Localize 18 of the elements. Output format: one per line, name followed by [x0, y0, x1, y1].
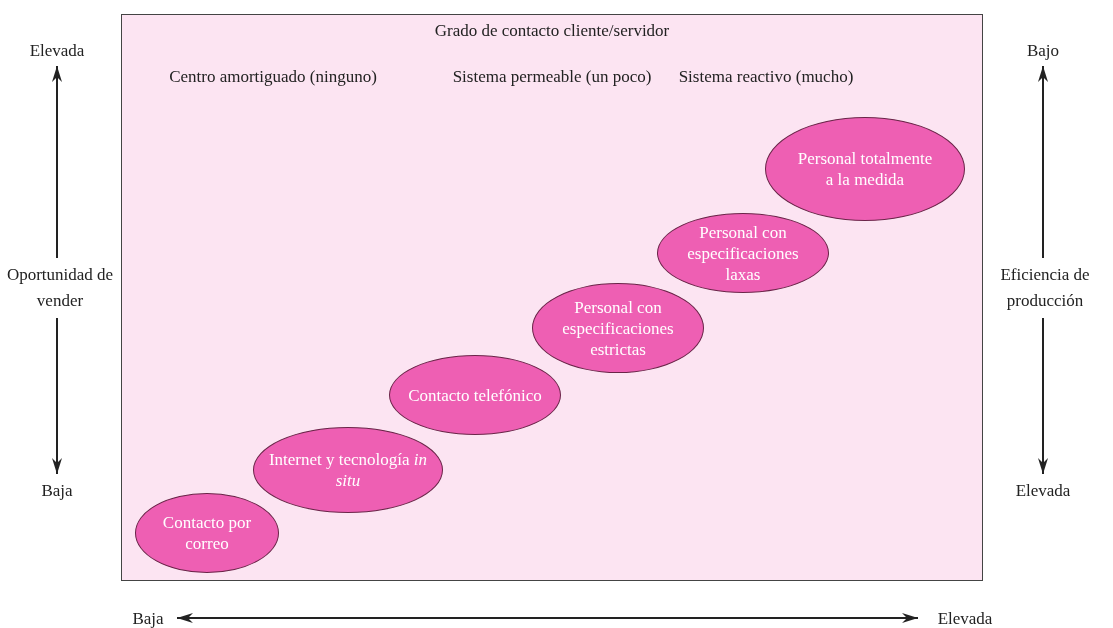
axis-label: Centro amortiguado (ninguno) [168, 66, 378, 88]
chart-title: Grado de contacto cliente/servidor [433, 20, 671, 42]
node-text: Internet y tecnología in situ [267, 449, 429, 491]
node-text: Personal con especificaciones estrictas [561, 296, 675, 360]
axis-label: Sistema reactivo (mucho) [677, 66, 855, 88]
axis-label: Baja [131, 608, 165, 628]
node-text: Contacto por correo [161, 512, 253, 554]
axis-label: Eficiencia de producción [999, 264, 1091, 312]
axis-label: Sistema permeable (un poco) [451, 66, 653, 88]
axis-label: Elevada [28, 40, 86, 62]
axis-label: Bajo [1025, 40, 1061, 62]
node-text: Personal con especificaciones laxas [686, 221, 800, 285]
node-text: Personal totalmente a la medida [796, 148, 934, 190]
axis-label: Elevada [936, 608, 994, 628]
axis-label: Elevada [1014, 480, 1072, 502]
axis-label: Baja [40, 480, 74, 502]
node-text: Contacto telefónico [407, 384, 543, 406]
axis-label: Oportunidad de vender [5, 264, 115, 312]
